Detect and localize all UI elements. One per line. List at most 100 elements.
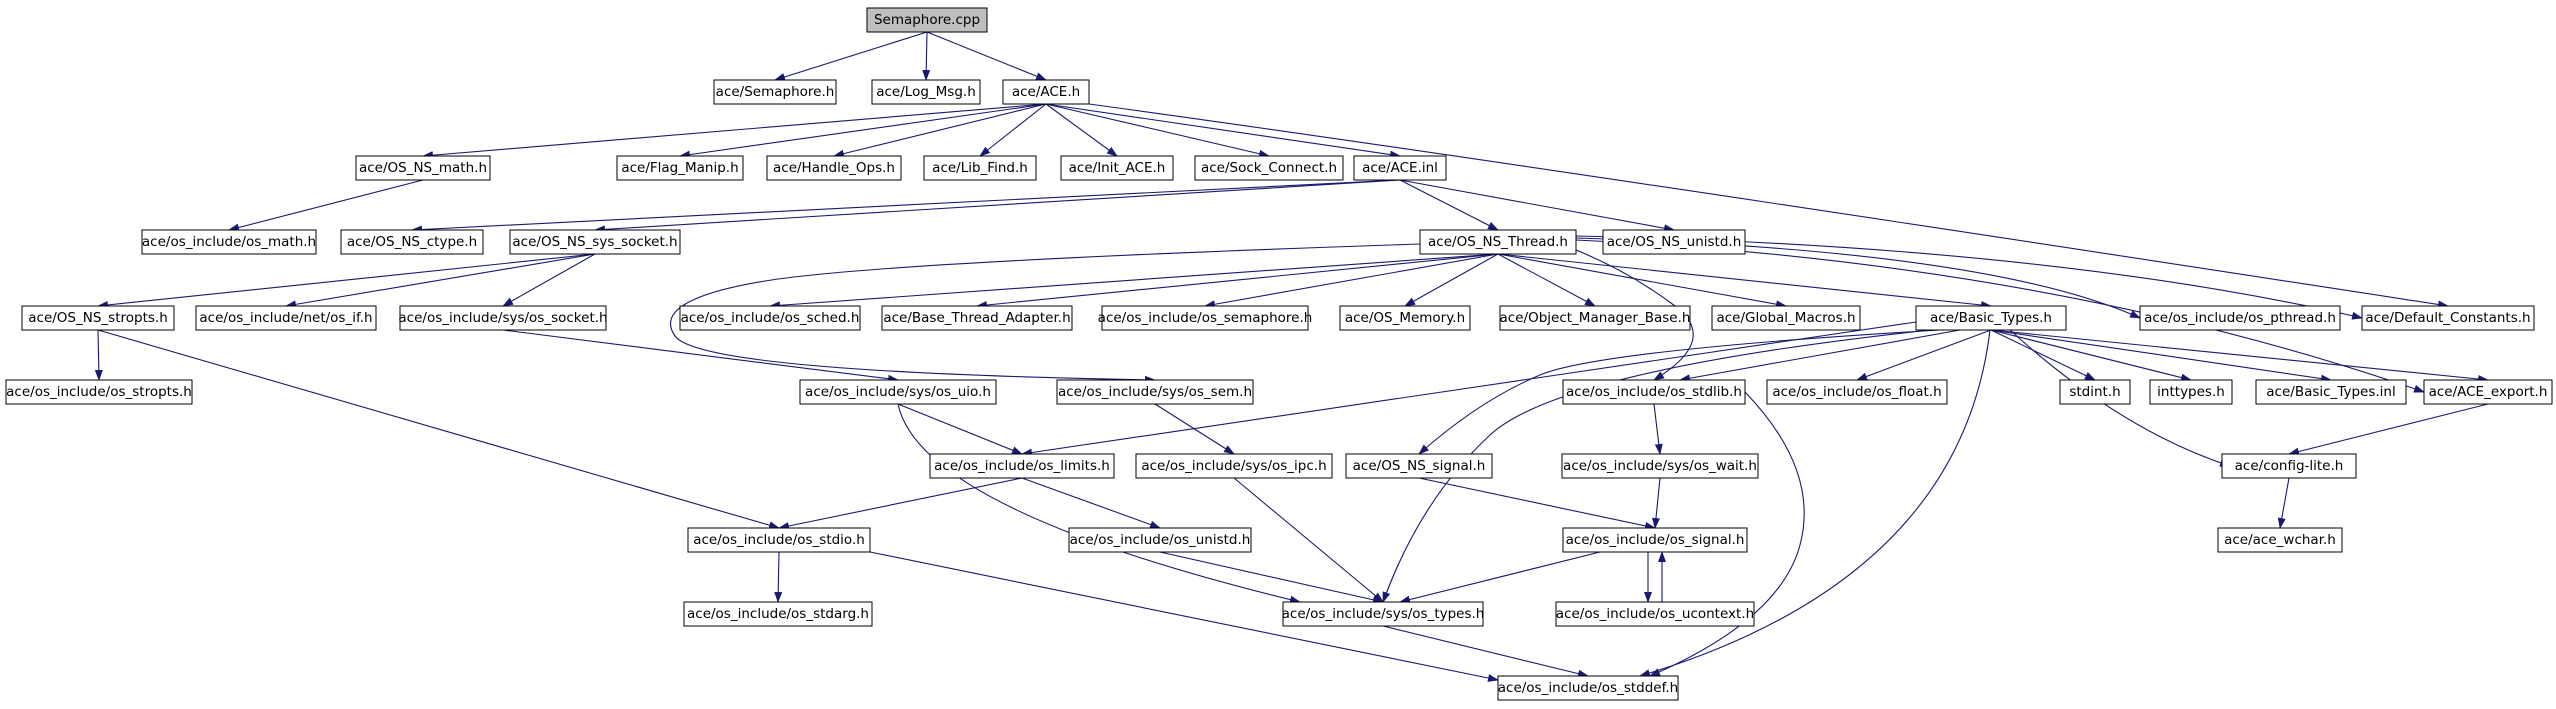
- node-box: [1419, 229, 1577, 255]
- node-base-thread-adapter[interactable]: ace/Base_Thread_Adapter.h: [881, 305, 1073, 331]
- node-object-manager-base[interactable]: ace/Object_Manager_Base.h: [1499, 305, 1691, 331]
- node-os-ns-unistd[interactable]: ace/OS_NS_unistd.h: [1602, 229, 1746, 255]
- node-config-lite[interactable]: ace/config-lite.h: [2221, 453, 2357, 479]
- node-label: ace/OS_NS_ctype.h: [347, 234, 477, 250]
- node-ace-inl[interactable]: ace/ACE.inl: [1353, 155, 1447, 181]
- node-box: [509, 229, 681, 255]
- node-box: [679, 305, 861, 331]
- node-os-stddef[interactable]: ace/os_include/os_stddef.h: [1497, 675, 1679, 701]
- node-box: [2423, 379, 2553, 405]
- node-net-os-if[interactable]: ace/os_include/net/os_if.h: [195, 305, 377, 331]
- node-label: ace/os_include/sys/os_socket.h: [398, 310, 607, 326]
- node-box: [1101, 305, 1309, 331]
- node-box: [2255, 379, 2407, 405]
- node-box: [2149, 379, 2233, 405]
- edge-ace_inl-to-os_ns_ctype: [411, 179, 1401, 234]
- node-os-stdarg[interactable]: ace/os_include/os_stdarg.h: [683, 601, 873, 627]
- edge-os_stdio-to-os_stdarg: [774, 551, 783, 603]
- node-semaphore-h[interactable]: ace/Semaphore.h: [713, 79, 837, 105]
- edge-sys_os_socket-to-sys_os_uio: [502, 329, 899, 383]
- node-init-ace[interactable]: ace/Init_ACE.h: [1060, 155, 1174, 181]
- node-sys-os-wait[interactable]: ace/os_include/sys/os_wait.h: [1561, 453, 1759, 479]
- node-label: ace/os_include/os_stdarg.h: [687, 606, 869, 622]
- node-os-limits[interactable]: ace/os_include/os_limits.h: [929, 453, 1115, 479]
- node-basic-types-h[interactable]: ace/Basic_Types.h: [1915, 305, 2067, 331]
- node-os-ucontext[interactable]: ace/os_include/os_ucontext.h: [1555, 601, 1755, 627]
- node-sys-os-types[interactable]: ace/os_include/sys/os_types.h: [1282, 601, 1485, 627]
- node-flag-manip[interactable]: ace/Flag_Manip.h: [616, 155, 744, 181]
- node-os-float[interactable]: ace/os_include/os_float.h: [1766, 379, 1948, 405]
- node-os-math[interactable]: ace/os_include/os_math.h: [141, 229, 317, 255]
- edge-os_ns_sys_socket-to-os_ns_stropts: [97, 253, 596, 309]
- node-sys-os-sem[interactable]: ace/os_include/sys/os_sem.h: [1056, 379, 1254, 405]
- node-os-stdio[interactable]: ace/os_include/os_stdio.h: [687, 527, 871, 553]
- edge-os_signal-to-sys_os_types: [1399, 551, 1601, 604]
- node-label: ace/Sock_Connect.h: [1201, 160, 1337, 176]
- node-box: [1339, 305, 1471, 331]
- node-global-macros[interactable]: ace/Global_Macros.h: [1711, 305, 1861, 331]
- node-log-msg[interactable]: ace/Log_Msg.h: [871, 79, 981, 105]
- node-stdint-h[interactable]: stdint.h: [2059, 379, 2131, 405]
- node-sock-connect[interactable]: ace/Sock_Connect.h: [1194, 155, 1344, 181]
- node-ace-wchar[interactable]: ace/ace_wchar.h: [2217, 527, 2343, 553]
- edge-basic_types_h-to-config_lite: [2009, 329, 2231, 467]
- node-ace-export[interactable]: ace/ACE_export.h: [2423, 379, 2553, 405]
- node-os-stdlib[interactable]: ace/os_include/os_stdlib.h: [1562, 379, 1746, 405]
- node-sys-os-ipc[interactable]: ace/os_include/sys/os_ipc.h: [1135, 453, 1333, 479]
- edge-os_ns_sys_socket-to-net_os_if: [285, 253, 596, 309]
- node-os-ns-stropts[interactable]: ace/OS_NS_stropts.h: [21, 305, 175, 331]
- node-box: [195, 305, 377, 331]
- node-semaphore-cpp[interactable]: Semaphore.cpp: [866, 7, 988, 33]
- node-label: ace/os_include/os_pthread.h: [2144, 310, 2336, 326]
- node-label: ace/os_include/os_limits.h: [934, 458, 1110, 474]
- node-os-semaphore[interactable]: ace/os_include/os_semaphore.h: [1098, 305, 1313, 331]
- node-box: [1135, 453, 1333, 479]
- node-label: ace/Log_Msg.h: [876, 84, 976, 100]
- node-label: ace/os_include/sys/os_uio.h: [805, 384, 991, 400]
- node-label: ace/os_include/os_sched.h: [681, 310, 860, 326]
- node-box: [355, 155, 491, 181]
- node-inttypes-h[interactable]: inttypes.h: [2149, 379, 2233, 405]
- node-label: ace/os_include/sys/os_types.h: [1282, 606, 1485, 622]
- node-lib-find[interactable]: ace/Lib_Find.h: [923, 155, 1037, 181]
- node-os-ns-thread[interactable]: ace/OS_NS_Thread.h: [1419, 229, 1577, 255]
- node-label: ace/os_include/os_semaphore.h: [1098, 310, 1313, 326]
- node-default-constants[interactable]: ace/Default_Constants.h: [2361, 305, 2535, 331]
- node-os-ns-math[interactable]: ace/OS_NS_math.h: [355, 155, 491, 181]
- node-box: [881, 305, 1073, 331]
- edge-ace_h-to-lib_find: [979, 103, 1047, 157]
- node-sys-os-socket[interactable]: ace/os_include/sys/os_socket.h: [398, 305, 608, 331]
- node-os-pthread[interactable]: ace/os_include/os_pthread.h: [2139, 305, 2341, 331]
- node-box: [1602, 229, 1746, 255]
- edge-ace_h-to-ace_inl: [1045, 103, 1401, 159]
- edge-basic_types_h-to-basic_types_inl: [1990, 329, 2332, 383]
- node-box: [2059, 379, 2131, 405]
- node-sys-os-uio[interactable]: ace/os_include/sys/os_uio.h: [799, 379, 997, 405]
- node-os-stropts[interactable]: ace/os_include/os_stropts.h: [5, 379, 193, 405]
- node-os-ns-sys-socket[interactable]: ace/OS_NS_sys_socket.h: [509, 229, 681, 255]
- edge-sys_os_ipc-to-sys_os_types: [1233, 477, 1384, 603]
- node-os-ns-ctype[interactable]: ace/OS_NS_ctype.h: [340, 229, 484, 255]
- node-label: ace/Flag_Manip.h: [621, 160, 738, 176]
- node-label: ace/Object_Manager_Base.h: [1500, 310, 1691, 326]
- node-os-unistd[interactable]: ace/os_include/os_unistd.h: [1068, 527, 1252, 553]
- node-ace-h[interactable]: ace/ACE.h: [1002, 79, 1090, 105]
- node-os-signal[interactable]: ace/os_include/os_signal.h: [1562, 527, 1748, 553]
- node-os-memory[interactable]: ace/OS_Memory.h: [1339, 305, 1471, 331]
- node-os-ns-signal[interactable]: ace/OS_NS_signal.h: [1345, 453, 1493, 479]
- node-handle-ops[interactable]: ace/Handle_Ops.h: [766, 155, 902, 181]
- edge-basic_types_h-to-stdint_h: [1990, 329, 2096, 381]
- edge-os_limits-to-os_stdio: [778, 477, 1023, 530]
- node-label: ace/os_include/os_stddef.h: [1498, 680, 1678, 696]
- edge-basic_types_h-to-ace_export: [1990, 329, 2489, 383]
- node-label: ace/Handle_Ops.h: [773, 160, 895, 176]
- edge-sys_os_wait-to-os_signal: [1652, 477, 1661, 529]
- edge-os_stdio-to-os_stddef: [869, 551, 1499, 682]
- node-os-sched[interactable]: ace/os_include/os_sched.h: [679, 305, 861, 331]
- node-basic-types-inl[interactable]: ace/Basic_Types.inl: [2255, 379, 2407, 405]
- edge-os_ns_thread-to-os_semaphore: [1204, 253, 1499, 309]
- node-box: [1711, 305, 1861, 331]
- edge-sys_os_types-to-os_stddef: [1382, 625, 1589, 678]
- node-label: ace/ACE_export.h: [2429, 384, 2548, 400]
- node-label: stdint.h: [2069, 384, 2120, 400]
